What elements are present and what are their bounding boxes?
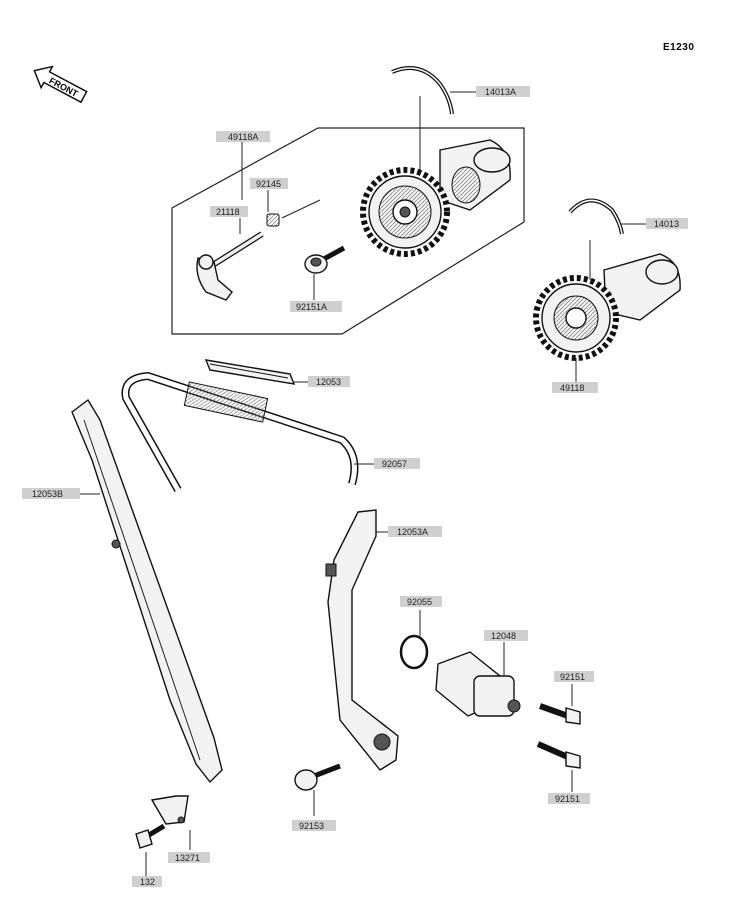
retainer-ring-a <box>391 66 454 115</box>
chain-guide-long <box>71 398 223 784</box>
chain-guide-top <box>204 359 296 385</box>
part-label-92151-lower: 92151 <box>548 793 590 804</box>
svg-text:12053A: 12053A <box>397 527 428 537</box>
part-label-49118a: 49118A <box>216 131 270 142</box>
spring <box>266 213 280 227</box>
svg-text:92151: 92151 <box>555 794 580 804</box>
svg-text:14013: 14013 <box>654 219 679 229</box>
o-ring <box>399 634 429 670</box>
svg-text:21118: 21118 <box>216 207 240 217</box>
svg-text:14013A: 14013A <box>485 87 516 97</box>
leader-lines <box>80 91 646 876</box>
svg-text:92153: 92153 <box>299 821 324 831</box>
svg-text:12053: 12053 <box>316 377 341 387</box>
assembly-bracket <box>171 127 525 335</box>
decompressor-lever <box>196 231 264 301</box>
svg-text:49118A: 49118A <box>228 132 258 142</box>
part-label-92055: 92055 <box>400 596 442 607</box>
svg-text:92151: 92151 <box>560 672 585 682</box>
bolt-lower <box>536 741 581 769</box>
part-label-92151a: 92151A <box>290 301 342 312</box>
svg-text:132: 132 <box>140 877 155 887</box>
bolt-92153 <box>294 763 341 791</box>
part-label-14013: 14013 <box>646 218 688 229</box>
part-label-49118: 49118 <box>552 382 598 393</box>
camshaft-a <box>439 139 511 211</box>
part-label-132: 132 <box>132 876 162 887</box>
part-label-12053b: 12053B <box>22 488 80 499</box>
svg-text:12048: 12048 <box>491 631 516 641</box>
svg-text:12053B: 12053B <box>32 489 63 499</box>
svg-text:49118: 49118 <box>560 383 584 393</box>
svg-text:92057: 92057 <box>382 459 407 469</box>
part-label-14013a: 14013A <box>476 86 530 97</box>
part-label-92151-upper: 92151 <box>554 671 594 682</box>
cam-chain <box>121 371 359 492</box>
bolt-132 <box>135 823 166 849</box>
bolt-a <box>304 245 346 274</box>
part-label-92057: 92057 <box>374 458 420 469</box>
svg-text:13271: 13271 <box>175 853 200 863</box>
chain-tensioner <box>435 651 521 717</box>
bolt-upper <box>538 703 581 725</box>
part-label-21118: 21118 <box>210 206 248 217</box>
diagram-code: E1230 <box>663 42 695 53</box>
part-label-12048: 12048 <box>484 630 528 641</box>
tensioner-guide <box>325 509 399 771</box>
camshaft-b <box>603 253 681 321</box>
part-label-13271: 13271 <box>168 852 210 863</box>
part-label-92153: 92153 <box>292 820 336 831</box>
sprocket-a <box>360 167 450 257</box>
part-label-92145: 92145 <box>250 178 288 189</box>
svg-text:92145: 92145 <box>256 179 281 189</box>
part-label-12053: 12053 <box>308 376 350 387</box>
sprocket-b <box>533 275 619 361</box>
svg-text:92055: 92055 <box>407 597 432 607</box>
front-arrow-icon: FRONT <box>33 65 88 104</box>
plate <box>150 795 189 825</box>
svg-text:92151A: 92151A <box>296 302 327 312</box>
part-label-12053a: 12053A <box>388 526 442 537</box>
